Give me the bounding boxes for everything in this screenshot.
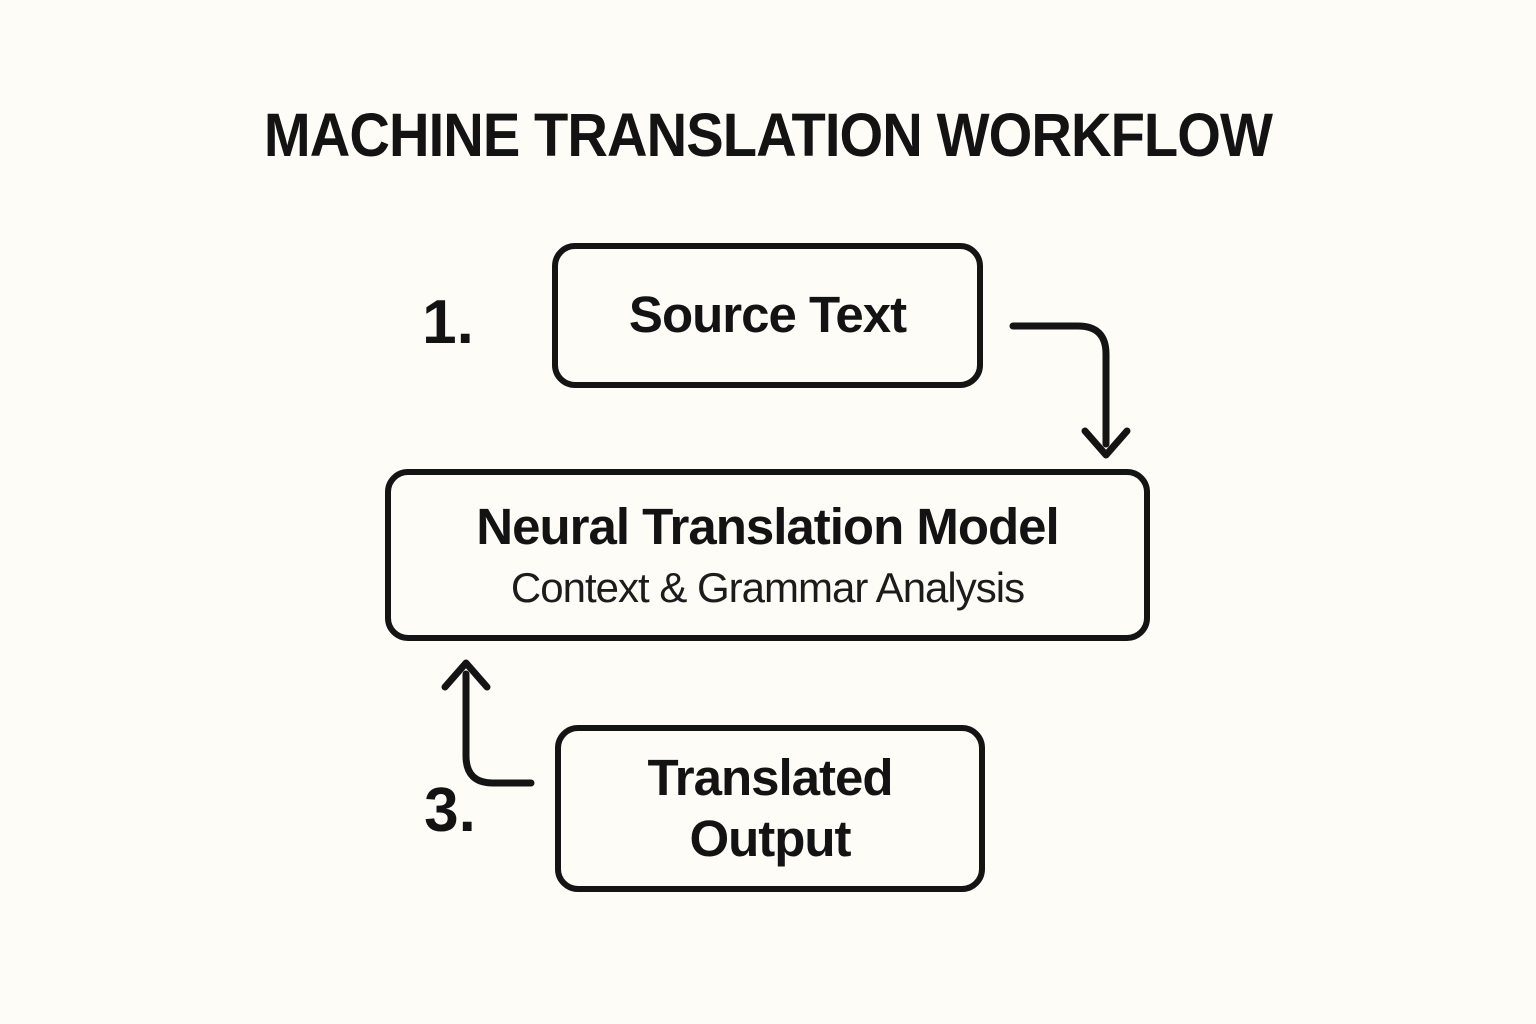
source-text-box: Source Text: [552, 243, 983, 388]
diagram-title: MACHINE TRANSLATION WORKFLOW: [263, 101, 1273, 169]
neural-translation-model-box-label: Neural Translation Model: [476, 498, 1059, 556]
translated-output-box-label: Translated Output: [647, 749, 893, 867]
source-to-model-arrow-icon: [1009, 322, 1131, 459]
source-text-box-label: Source Text: [628, 286, 907, 344]
source-to-model-arrowhead-icon: [1081, 427, 1131, 459]
step-number-1: 1.: [422, 288, 474, 357]
translated-output-box: Translated Output: [555, 725, 985, 892]
output-to-model-arrowhead-icon: [441, 659, 491, 691]
output-to-model-arrow-line: [462, 670, 535, 787]
output-to-model-arrow-icon: [441, 659, 535, 787]
step-number-3: 3.: [424, 776, 476, 845]
source-to-model-arrow-line: [1009, 322, 1110, 448]
neural-translation-model-box: Neural Translation Model Context & Gramm…: [385, 469, 1150, 641]
neural-translation-model-box-sublabel: Context & Grammar Analysis: [510, 564, 1025, 612]
